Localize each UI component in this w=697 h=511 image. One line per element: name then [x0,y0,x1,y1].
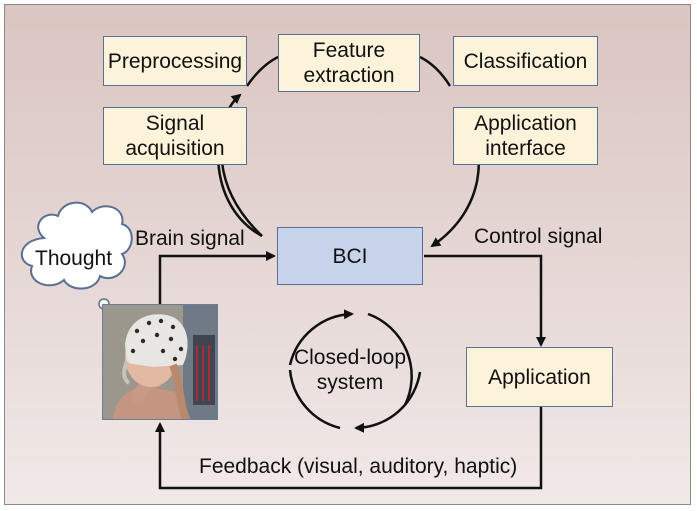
eeg-subject-illustration [103,305,217,419]
application-interface-label: Application interface [474,112,577,160]
closed-loop-label: Closed-loop system [293,346,407,394]
classification-box: Classification [453,36,598,86]
processing-cycle-arc-top-right [419,55,452,87]
bci-box: BCI [277,227,423,285]
feature-extraction-label: Feature extraction [303,39,395,87]
processing-cycle-arc-left-upper [220,161,263,237]
application-interface-box: Application interface [453,107,598,165]
preprocessing-box: Preprocessing [103,36,247,86]
eeg-cap-subject-photo [102,304,218,420]
preprocessing-label: Preprocessing [107,49,243,73]
control-signal-label: Control signal [474,225,603,248]
application-box: Application [466,347,613,407]
feedback-arrow [155,407,543,490]
thought-label: Thought [35,247,113,270]
closed-loop-arc-bottom [354,371,422,433]
brain-signal-label: Brain signal [135,227,245,250]
bci-label: BCI [332,244,368,268]
processing-cycle-arc-top-left [245,55,279,87]
closed-loop-arc-right [367,312,413,406]
application-label: Application [488,365,591,389]
signal-acquisition-box: Signal acquisition [103,107,247,165]
closed-loop-arc-top [288,309,354,366]
brain-signal-arrow [158,251,276,304]
control-signal-arrow [424,254,546,347]
signal-acquisition-label: Signal acquisition [125,112,225,160]
feedback-label: Feedback (visual, auditory, haptic) [199,455,518,478]
classification-label: Classification [463,49,588,73]
feature-extraction-box: Feature extraction [278,34,420,92]
closed-loop-arc-left [288,369,341,430]
